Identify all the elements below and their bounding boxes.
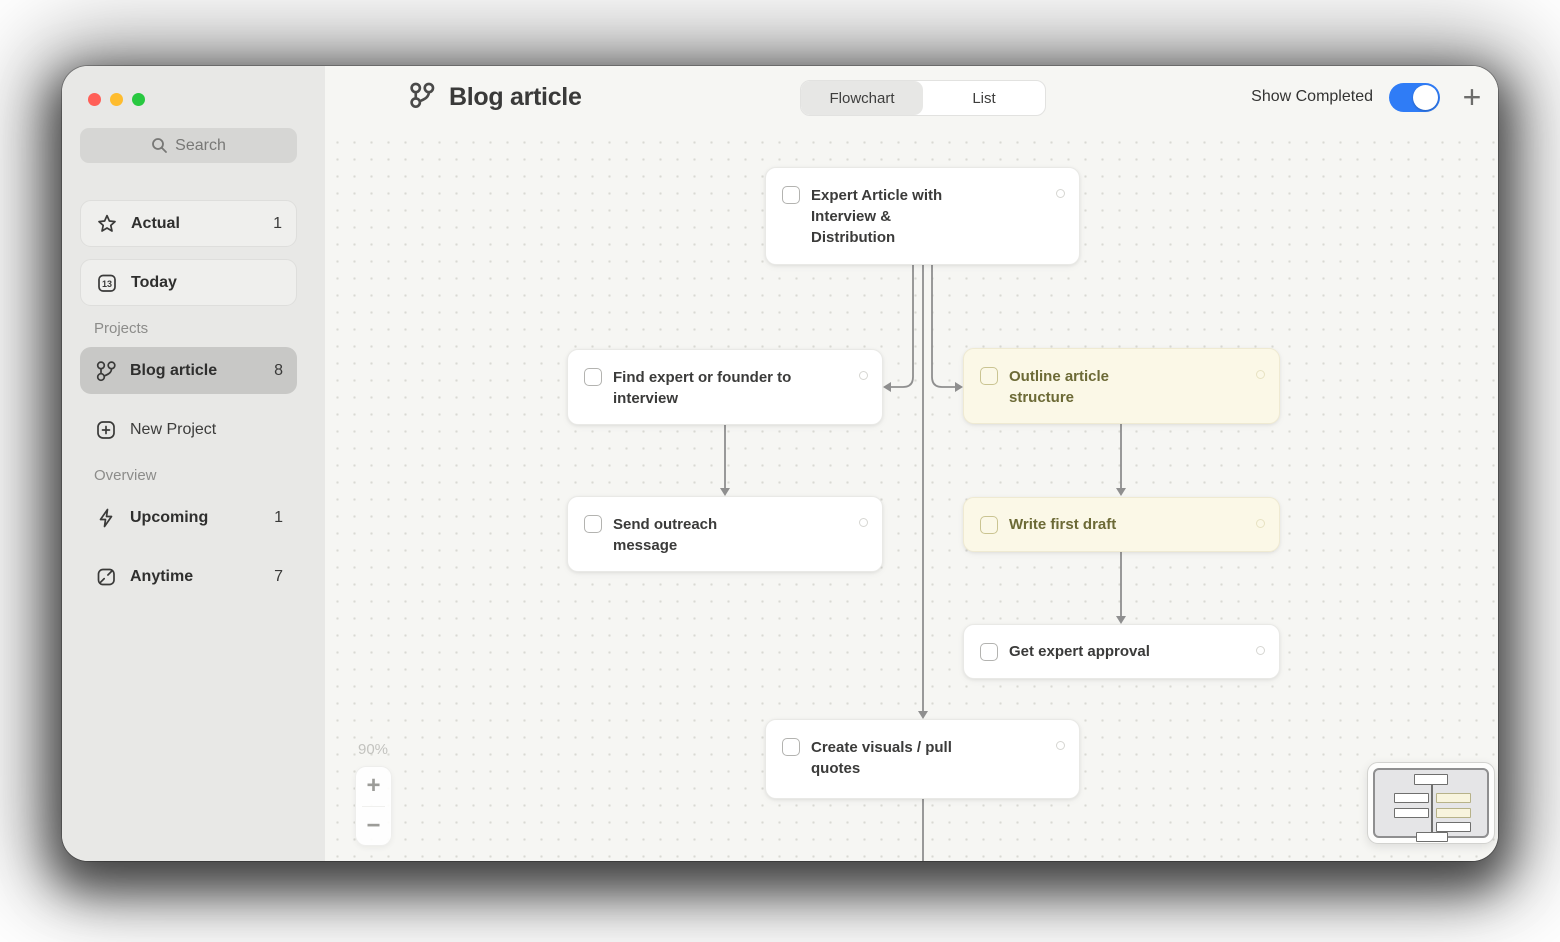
plus-square-icon — [94, 418, 118, 442]
minimap-node — [1436, 793, 1471, 803]
flowchart-icon — [407, 80, 437, 115]
task-checkbox[interactable] — [584, 368, 602, 386]
minimap-node — [1414, 774, 1448, 785]
task-checkbox[interactable] — [980, 515, 998, 534]
zoom-controls: + − — [355, 766, 392, 846]
search-placeholder: Search — [175, 136, 226, 154]
show-completed-toggle[interactable] — [1389, 82, 1440, 112]
sidebar-item-label: Today — [131, 273, 177, 291]
sidebar-item-label: Blog article — [130, 361, 218, 379]
view-switcher: Flowchart List — [800, 80, 1046, 116]
minimap[interactable] — [1367, 762, 1495, 844]
sidebar-item-label: Actual — [131, 214, 180, 232]
task-node-root[interactable]: Expert Article with Interview & Distribu… — [765, 167, 1080, 265]
task-label: Send outreach message — [613, 516, 718, 554]
section-label: Projects — [94, 320, 149, 337]
minimize-button[interactable] — [110, 93, 123, 106]
minimap-node — [1436, 808, 1471, 818]
sidebar-item-label: Anytime — [130, 567, 194, 585]
item-count-badge: 7 — [274, 567, 283, 585]
minimap-node — [1394, 793, 1429, 803]
task-checkbox[interactable] — [782, 738, 800, 756]
show-completed-label: Show Completed — [1251, 88, 1373, 105]
toolbar-right: Show Completed + — [1251, 66, 1484, 128]
add-task-button[interactable]: + — [1462, 79, 1482, 115]
connection-handle[interactable] — [1056, 189, 1065, 198]
task-checkbox[interactable] — [584, 515, 602, 533]
sidebar-item-blog-article[interactable]: Blog article 8 — [80, 347, 297, 394]
sidebar-item-upcoming[interactable]: Upcoming 1 — [80, 494, 297, 541]
zoom-window-button[interactable] — [132, 93, 145, 106]
sidebar-item-label: New Project — [130, 420, 217, 438]
sidebar-item-anytime[interactable]: Anytime 7 — [80, 553, 297, 600]
tab-list[interactable]: List — [972, 89, 996, 107]
minimap-edge — [1431, 782, 1433, 834]
minimap-node — [1436, 822, 1471, 832]
sidebar-item-new-project[interactable]: New Project — [80, 406, 297, 453]
flowchart-edges — [720, 265, 1126, 861]
task-label: Get expert approval — [1009, 643, 1150, 660]
title-group: Blog article — [407, 80, 582, 115]
page-title: Blog article — [449, 83, 582, 111]
search-icon — [151, 137, 168, 154]
divider — [362, 805, 385, 807]
tab-flowchart[interactable]: Flowchart — [801, 81, 923, 115]
close-button[interactable] — [88, 93, 101, 106]
task-node-send-outreach[interactable]: Send outreach message — [567, 496, 883, 572]
minimap-node — [1394, 808, 1429, 818]
task-node-write-draft[interactable]: Write first draft — [963, 497, 1280, 552]
main-area: Blog article Flowchart List Show Complete… — [325, 66, 1498, 861]
zoom-level: 90% — [358, 741, 389, 758]
task-node-get-approval[interactable]: Get expert approval — [963, 624, 1280, 679]
connection-handle[interactable] — [1256, 518, 1265, 528]
bolt-icon — [94, 506, 118, 530]
search-input[interactable]: Search — [80, 128, 297, 163]
sidebar-item-today[interactable]: 13 Today — [80, 259, 297, 306]
task-node-find-expert[interactable]: Find expert or founder to interview — [567, 349, 883, 425]
task-label: Write first draft — [1009, 516, 1117, 533]
item-count-badge: 8 — [274, 361, 283, 379]
svg-text:13: 13 — [102, 279, 112, 289]
sidebar-item-label: Upcoming — [130, 508, 209, 526]
calendar-icon: 13 — [95, 271, 119, 295]
anytime-icon — [94, 565, 118, 589]
zoom-out-button[interactable]: − — [366, 811, 381, 839]
task-checkbox[interactable] — [980, 642, 998, 661]
section-label: Overview — [94, 467, 157, 484]
task-label: Outline article structure — [1009, 368, 1110, 406]
star-icon — [95, 212, 119, 236]
toolbar: Blog article Flowchart List Show Complete… — [325, 66, 1498, 128]
minimap-node — [1416, 832, 1448, 842]
task-label: Expert Article with Interview & Distribu… — [811, 187, 943, 246]
sidebar-item-actual[interactable]: Actual 1 — [80, 200, 297, 247]
minimap-viewport — [1373, 768, 1489, 842]
item-count-badge: 1 — [273, 214, 282, 232]
connection-handle[interactable] — [1256, 370, 1265, 379]
zoom-in-button[interactable]: + — [366, 772, 381, 800]
toggle-knob — [1413, 84, 1438, 110]
traffic-lights — [88, 93, 145, 106]
flowchart-canvas[interactable]: 90% + − Expert Article with Interview & … — [325, 128, 1498, 861]
task-node-create-visuals[interactable]: Create visuals / pull quotes — [765, 719, 1080, 799]
flowchart-icon — [94, 359, 118, 383]
task-label: Find expert or founder to interview — [613, 369, 792, 407]
connection-handle[interactable] — [859, 518, 868, 527]
connection-handle[interactable] — [859, 371, 868, 380]
task-checkbox[interactable] — [980, 367, 998, 385]
task-node-outline[interactable]: Outline article structure — [963, 348, 1280, 424]
connection-handle[interactable] — [1256, 645, 1265, 655]
task-checkbox[interactable] — [782, 186, 800, 204]
connection-handle[interactable] — [1056, 741, 1065, 750]
task-label: Create visuals / pull quotes — [811, 739, 952, 777]
item-count-badge: 1 — [274, 508, 283, 526]
